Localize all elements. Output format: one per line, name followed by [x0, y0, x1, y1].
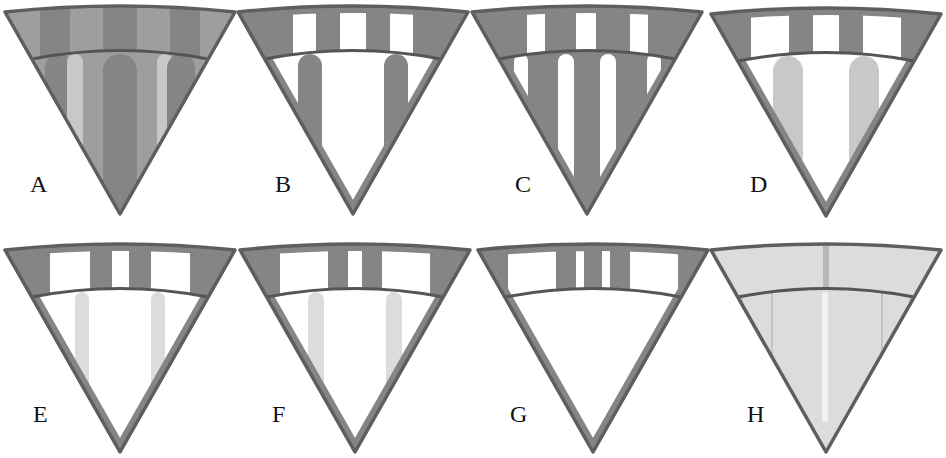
section-outline: [5, 6, 235, 214]
inner-arc: [738, 53, 914, 62]
edge-tissue: [472, 6, 702, 214]
inner-arc: [32, 289, 208, 298]
panel-letter: D: [750, 172, 767, 196]
panel-letter: F: [272, 402, 285, 426]
inner-arc: [499, 51, 675, 60]
inner-arc: [32, 51, 208, 60]
section-outline: [711, 244, 941, 452]
band-block: [103, 0, 137, 74]
panel-letter: B: [275, 172, 291, 196]
band-block: [170, 0, 200, 74]
panel-letter: C: [515, 172, 531, 196]
band-block: [5, 232, 50, 312]
section-panel: [472, 0, 702, 214]
band-block: [190, 232, 235, 312]
inner-arc: [738, 289, 914, 298]
section-panel: [711, 232, 941, 452]
tissue-strand: [67, 54, 83, 179]
section-outline: [711, 8, 941, 216]
edge-tissue: [5, 244, 235, 452]
section-outline: [5, 244, 235, 452]
band-block: [40, 0, 70, 74]
inner-arc: [267, 289, 443, 298]
tissue-strand: [103, 54, 137, 209]
panel-letter: E: [33, 402, 48, 426]
panel-letter: H: [747, 402, 764, 426]
tissue-strand: [771, 292, 773, 402]
tissue-strand: [822, 292, 828, 422]
panel-letter: A: [30, 172, 47, 196]
section-outline: [472, 6, 702, 214]
section-outline: [478, 244, 708, 452]
edge-tissue: [478, 244, 708, 452]
section-panel: [240, 232, 470, 452]
inner-arc: [265, 51, 441, 60]
tissue-strand: [881, 292, 883, 402]
section-outline: [238, 6, 468, 214]
section-outline: [240, 244, 470, 452]
section-panel: [5, 0, 235, 214]
section-panel: [711, 0, 941, 216]
section-panel: [238, 0, 468, 214]
edge-tissue: [711, 8, 941, 216]
edge-tissue: [238, 6, 468, 214]
panel-letter: G: [510, 402, 527, 426]
section-panel: [478, 232, 708, 452]
inner-arc: [505, 289, 681, 298]
edge-tissue: [240, 244, 470, 452]
section-panel: [5, 232, 235, 452]
